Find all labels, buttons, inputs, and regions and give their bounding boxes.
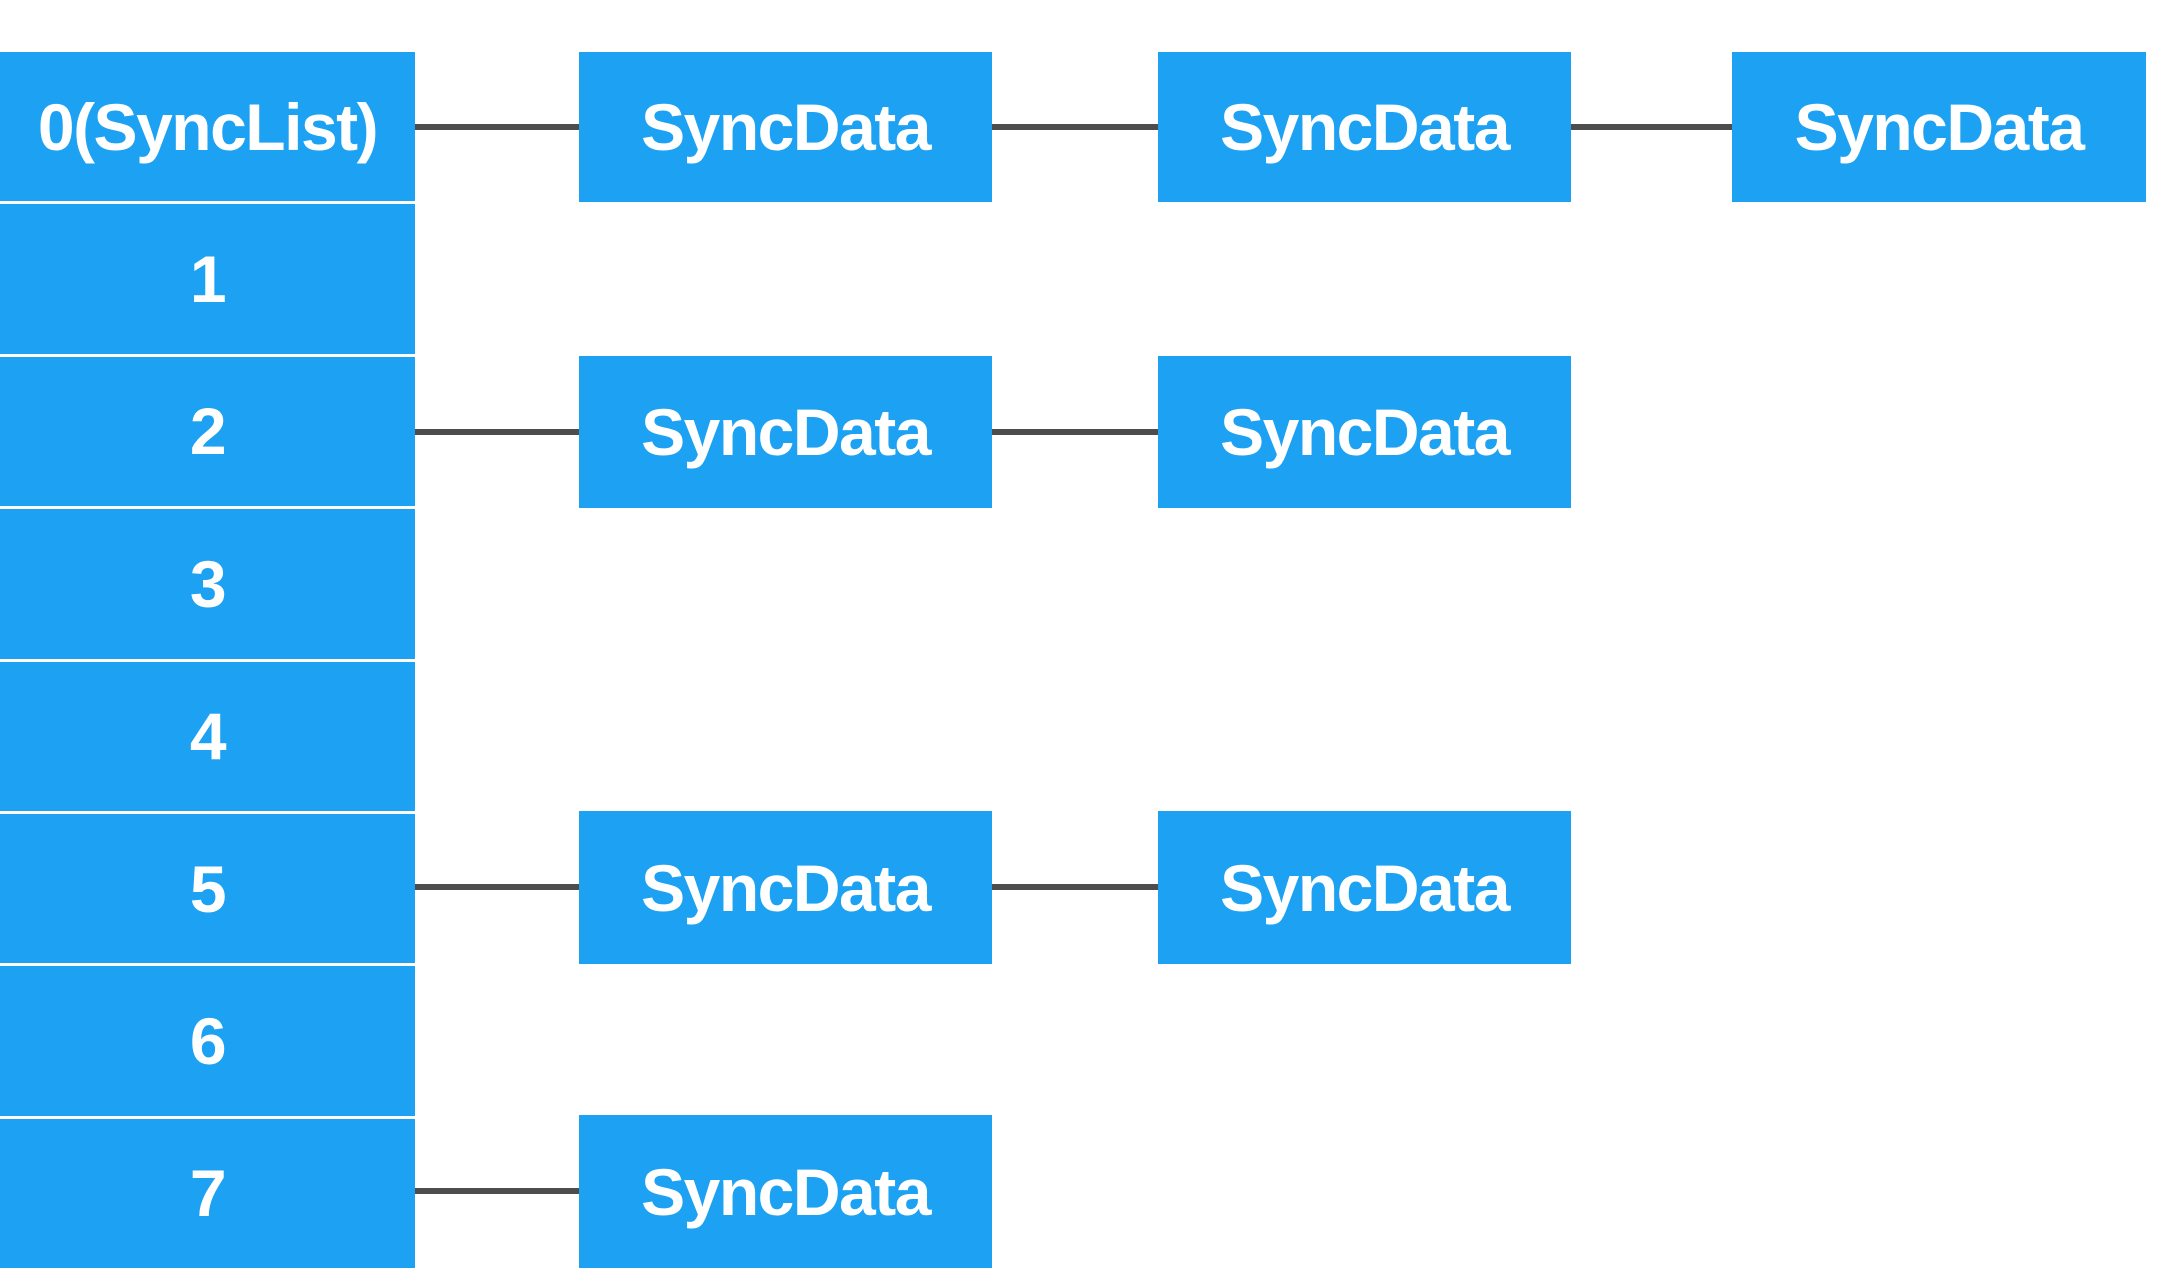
syncdata-node-b5-1: SyncData: [579, 811, 992, 964]
syncdata-node-b2-2: SyncData: [1158, 356, 1571, 508]
syncdata-node-b7-1: SyncData: [579, 1115, 992, 1268]
bucket-label-7: 7: [189, 1156, 227, 1231]
bucket-label-0: 0(SyncList): [37, 89, 379, 164]
bucket-cell-6: 6: [0, 963, 415, 1116]
syncdata-node-label: SyncData: [1220, 395, 1510, 469]
edge-bucket2-node1-node2: [992, 429, 1158, 435]
edge-bucket7-node1: [415, 1188, 579, 1194]
edge-bucket5-node1: [415, 884, 579, 890]
syncdata-node-label: SyncData: [641, 1154, 931, 1229]
edge-bucket5-node1-node2: [992, 884, 1158, 890]
syncdata-node-label: SyncData: [641, 90, 931, 164]
syncdata-node-label: SyncData: [1220, 90, 1510, 164]
edge-bucket0-node2-node3: [1571, 124, 1732, 130]
bucket-cell-7: 7: [0, 1115, 415, 1268]
bucket-label-4: 4: [189, 699, 227, 774]
syncdata-node-b5-2: SyncData: [1158, 811, 1571, 964]
bucket-cell-3: 3: [0, 506, 415, 659]
bucket-label-5: 5: [189, 851, 227, 926]
edge-bucket0-node1: [415, 124, 579, 130]
syncdata-node-label: SyncData: [1220, 850, 1510, 925]
bucket-label-1: 1: [189, 242, 227, 317]
syncdata-node-b0-2: SyncData: [1158, 52, 1571, 202]
bucket-column: 0(SyncList) 1 2 3 4 5 6 7: [0, 52, 415, 1268]
bucket-label-2: 2: [189, 394, 227, 469]
bucket-cell-0: 0(SyncList): [0, 52, 415, 202]
bucket-cell-2: 2: [0, 353, 415, 507]
bucket-cell-4: 4: [0, 658, 415, 811]
bucket-label-6: 6: [189, 1003, 227, 1078]
edge-bucket0-node1-node2: [992, 124, 1158, 130]
syncdata-node-label: SyncData: [641, 850, 931, 925]
bucket-label-3: 3: [189, 546, 227, 621]
syncdata-node-b0-1: SyncData: [579, 52, 992, 202]
edge-bucket2-node1: [415, 429, 579, 435]
syncdata-node-b0-3: SyncData: [1732, 52, 2146, 202]
syncdata-node-b2-1: SyncData: [579, 356, 992, 508]
syncdata-node-label: SyncData: [641, 395, 931, 469]
bucket-cell-1: 1: [0, 201, 415, 354]
syncdata-node-label: SyncData: [1794, 90, 2085, 164]
bucket-cell-5: 5: [0, 810, 415, 964]
